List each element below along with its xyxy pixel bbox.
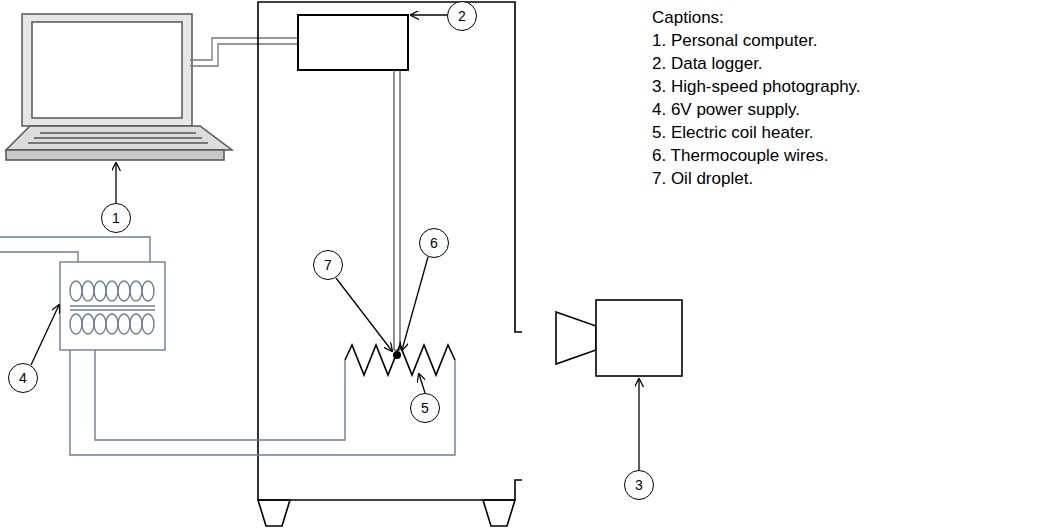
coil-winding xyxy=(70,314,82,334)
caption-item: 5. Electric coil heater. xyxy=(652,121,814,144)
coil-winding xyxy=(82,314,94,334)
callout-circle: 7 xyxy=(313,250,343,280)
coil-winding xyxy=(106,314,118,334)
coil-winding xyxy=(130,314,142,334)
supply-wires xyxy=(0,237,455,455)
coil-winding xyxy=(82,281,94,301)
coil-winding xyxy=(94,314,106,334)
callout-circle: 6 xyxy=(419,228,449,258)
callout-number: 3 xyxy=(635,478,643,492)
coil-winding xyxy=(142,314,154,334)
caption-heading: Captions: xyxy=(652,6,724,29)
callout-number: 6 xyxy=(430,236,438,250)
coil-winding xyxy=(70,281,82,301)
camera xyxy=(556,300,682,376)
callout-number: 5 xyxy=(421,401,429,415)
caption-item: 7. Oil droplet. xyxy=(652,167,753,190)
coil-winding xyxy=(94,281,106,301)
data-logger xyxy=(298,15,408,70)
cabinet xyxy=(258,2,522,526)
caption-item: 2. Data logger. xyxy=(652,52,763,75)
coil-winding xyxy=(130,281,142,301)
callout-circle: 2 xyxy=(447,1,477,31)
callout-number: 7 xyxy=(324,258,332,272)
transformer xyxy=(60,262,165,350)
coil-winding xyxy=(118,281,130,301)
callout-circle: 4 xyxy=(8,363,38,393)
thermocouple-wires xyxy=(394,70,400,350)
caption-item: 1. Personal computer. xyxy=(652,29,817,52)
callout-number: 1 xyxy=(112,211,120,225)
coil-winding xyxy=(142,281,154,301)
coil-winding xyxy=(106,281,118,301)
coil-winding xyxy=(118,314,130,334)
coil-heater xyxy=(345,345,455,375)
data-cable xyxy=(190,38,298,66)
callout-number: 2 xyxy=(458,9,466,23)
callout-circle: 5 xyxy=(410,393,440,423)
callout-number: 4 xyxy=(19,371,27,385)
caption-item: 4. 6V power supply. xyxy=(652,98,800,121)
caption-item: 6. Thermocouple wires. xyxy=(652,144,828,167)
callout-circle: 3 xyxy=(624,470,654,500)
callout-circle: 1 xyxy=(101,203,131,233)
leader-lines xyxy=(31,15,639,470)
caption-item: 3. High-speed photography. xyxy=(652,75,861,98)
laptop xyxy=(6,14,232,160)
